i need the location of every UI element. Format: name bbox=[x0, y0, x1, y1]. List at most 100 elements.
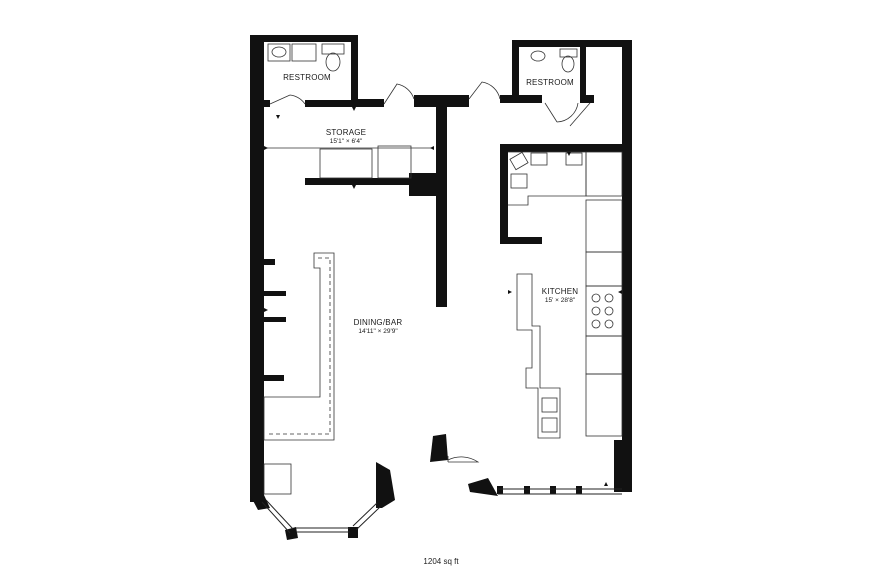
storage-shelf-2 bbox=[377, 145, 412, 179]
bar-counter bbox=[263, 252, 335, 495]
restroom-right-top-wall bbox=[512, 40, 632, 47]
restroom-right-wall-stub bbox=[580, 95, 594, 103]
dining-bar-dimensions: 14'11" × 29'9" bbox=[358, 328, 398, 335]
dining-corner-box bbox=[263, 463, 292, 495]
left-wall-stub-3 bbox=[264, 317, 286, 322]
kitchen-right-cabinet-2 bbox=[585, 199, 623, 253]
tick-storage-top bbox=[352, 107, 356, 111]
sink-kitchen-3 bbox=[510, 173, 528, 189]
toilet-bowl-left-icon bbox=[325, 52, 341, 72]
tick-kitchen-right bbox=[618, 290, 622, 294]
kitchen-left-wall bbox=[500, 144, 508, 244]
toilet-tank-right bbox=[559, 48, 578, 58]
toilet-tank-left bbox=[321, 43, 345, 55]
central-partition-block bbox=[409, 173, 442, 196]
restroom-left-door bbox=[269, 94, 306, 105]
sink-kitchen-4 bbox=[541, 397, 558, 413]
mullion-2 bbox=[524, 486, 530, 494]
bay-bottom-left-post bbox=[285, 527, 298, 540]
windows bbox=[261, 488, 622, 534]
hall-door bbox=[468, 81, 501, 100]
bay-window-right-inner bbox=[352, 502, 378, 527]
storage-label: STORAGE bbox=[326, 128, 366, 137]
mullion-3 bbox=[550, 486, 556, 494]
doors bbox=[269, 81, 591, 463]
restroom-left-side-wall bbox=[351, 35, 358, 107]
kitchen-right-cabinet-1 bbox=[585, 151, 623, 197]
sink-kitchen-2 bbox=[565, 152, 583, 166]
central-partition-wall bbox=[436, 95, 447, 307]
kitchen-top-wall bbox=[500, 144, 632, 152]
kitchen-top-counter bbox=[508, 151, 587, 206]
restroom-right-fixtures bbox=[530, 48, 578, 73]
burner-4-icon bbox=[604, 306, 614, 316]
restroom-left-top-wall bbox=[250, 35, 358, 42]
entry-door bbox=[447, 456, 480, 463]
wall-segment-mid-top bbox=[358, 99, 384, 107]
sink-basin-left-icon bbox=[271, 46, 287, 58]
entry-right-wedge bbox=[468, 478, 498, 496]
burner-6-icon bbox=[604, 319, 614, 329]
tick-kitchen-top bbox=[567, 152, 571, 156]
burner-2-icon bbox=[604, 293, 614, 303]
storage-door bbox=[383, 83, 415, 105]
kitchen-label: KITCHEN bbox=[542, 287, 579, 296]
sink-kitchen-5 bbox=[541, 417, 558, 433]
dimension-ticks bbox=[264, 107, 622, 486]
restroom-right-door bbox=[544, 102, 579, 123]
sink-kitchen-corner bbox=[509, 151, 529, 171]
entry-left-angled-wall bbox=[376, 462, 395, 508]
bay-window-left-inner bbox=[265, 499, 294, 530]
bay-bottom-right-post bbox=[348, 527, 358, 538]
bay-window-right bbox=[355, 506, 381, 531]
storage-bottom-wall bbox=[305, 178, 415, 185]
tick-dining-left bbox=[264, 308, 268, 312]
restroom-right-inner-door bbox=[569, 102, 591, 127]
kitchen-left-wall-foot bbox=[500, 237, 542, 244]
tick-storage-bottom bbox=[352, 185, 356, 189]
tick-storage-right bbox=[430, 146, 434, 150]
mullion-1 bbox=[497, 486, 503, 494]
burner-1-icon bbox=[591, 293, 601, 303]
kitchen-range bbox=[585, 285, 623, 337]
kitchen-dimensions: 15' × 28'8" bbox=[545, 297, 576, 304]
restroom-right-label: RESTROOM bbox=[526, 78, 574, 87]
restroom-left-bottom-wall-b bbox=[305, 100, 358, 107]
dining-bar-label: DINING/BAR bbox=[354, 318, 403, 327]
sink-left bbox=[267, 43, 291, 62]
restroom-left-label: RESTROOM bbox=[283, 73, 331, 82]
kitchen-right-cabinet-5 bbox=[585, 373, 623, 437]
left-exterior-wall bbox=[250, 35, 264, 502]
right-wall-thick-bottom bbox=[614, 440, 632, 492]
restroom-left-fixtures bbox=[267, 43, 345, 72]
tick-kitchen-bottom bbox=[604, 482, 608, 486]
storage-fixtures bbox=[264, 145, 434, 179]
entry-top-wall bbox=[430, 434, 448, 462]
kitchen-prep-counter bbox=[516, 273, 561, 439]
kitchen-fixtures bbox=[508, 151, 623, 439]
tick-kitchen-left bbox=[508, 290, 512, 294]
restroom-right-mid-wall bbox=[580, 47, 586, 100]
mullion-4 bbox=[576, 486, 582, 494]
sink-basin-right-icon bbox=[530, 50, 546, 62]
left-wall-stub-1 bbox=[264, 259, 275, 265]
bar-counter-dashed bbox=[266, 257, 331, 435]
right-exterior-wall bbox=[622, 40, 632, 492]
restroom-right-bottom-wall bbox=[500, 95, 542, 103]
vanity-left bbox=[291, 43, 317, 62]
bay-left-corner bbox=[250, 495, 270, 510]
left-wall-stub-2 bbox=[264, 291, 286, 296]
restroom-left-bottom-wall-a bbox=[264, 100, 270, 107]
burner-5-icon bbox=[591, 319, 601, 329]
sink-kitchen-1 bbox=[530, 152, 548, 166]
burner-3-icon bbox=[591, 306, 601, 316]
walls bbox=[250, 35, 632, 540]
left-wall-stub-4 bbox=[264, 375, 284, 381]
restroom-right-left-wall bbox=[512, 40, 519, 100]
kitchen-right-cabinet-4 bbox=[585, 335, 623, 375]
bar-counter-outline bbox=[263, 252, 335, 441]
toilet-bowl-right-icon bbox=[561, 55, 575, 73]
storage-dimensions: 15'1" × 6'4" bbox=[330, 138, 363, 145]
tick-storage-left bbox=[264, 146, 268, 150]
